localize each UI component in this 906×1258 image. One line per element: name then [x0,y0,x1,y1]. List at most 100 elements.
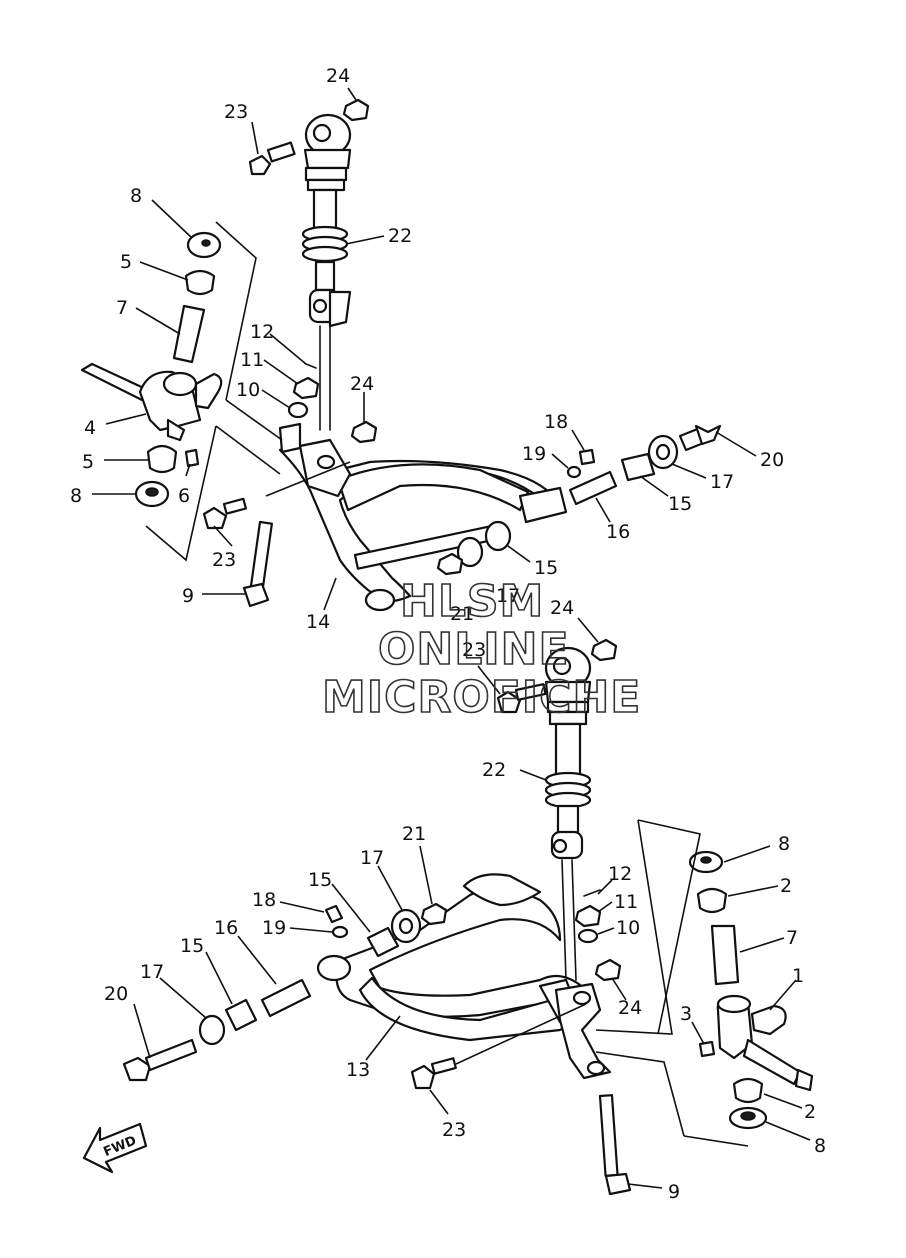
callout-11: 11 [614,891,638,913]
bushing-2-right-lower [732,1077,764,1104]
callout-3: 3 [680,1003,692,1025]
bushing-15-upper-left [484,520,512,552]
watermark-line-2: ONLINE [378,624,570,675]
callout-24: 24 [618,997,642,1019]
callout-9: 9 [182,585,194,607]
fwd-arrow-icon: FWD [82,1122,148,1174]
callout-9: 9 [668,1181,680,1203]
washer-19-upper [566,465,582,479]
bushing-15-upper-right [620,452,656,482]
bolt-23-upper-shock [248,141,296,176]
bolt-23-lower-arm [410,1057,457,1090]
lower-leader-lines [133,617,811,1189]
cotter-pin-12-upper [305,363,317,369]
callout-21: 21 [450,603,474,625]
bolt-23-upper-arm [202,497,248,530]
bolt-20-lower [122,1038,198,1082]
bushing-15-lower [224,998,258,1032]
nut-21-upper [436,552,464,576]
upper-assembly [80,87,757,612]
callout-4: 4 [84,417,96,439]
callout-20: 20 [104,983,128,1005]
collar-16-upper [568,470,618,506]
callout-12: 12 [250,321,274,343]
callout-15: 15 [308,869,332,891]
bushing-5-upper [184,269,216,296]
callout-10: 10 [616,917,640,939]
callout-22: 22 [482,759,506,781]
callout-labels: 24 23 8 5 7 22 12 11 10 24 4 5 6 8 18 19… [70,65,826,1203]
callout-1: 1 [792,965,804,987]
callout-11: 11 [240,349,264,371]
callout-5: 5 [82,451,94,473]
callout-14: 14 [306,611,330,633]
callout-13: 13 [346,1059,370,1081]
seal-17-lower [198,1014,226,1046]
bushing-2-right-upper [696,887,728,914]
callout-23: 23 [224,101,248,123]
callout-19: 19 [262,917,286,939]
upper-leader-lines [92,87,757,611]
callout-2: 2 [780,875,792,897]
bolt-9-upper [242,520,273,608]
washer-10-lower [577,928,599,944]
shock-absorber-upper [301,113,352,431]
callout-15: 15 [180,935,204,957]
callout-21: 21 [402,823,426,845]
nut-21-lower [420,902,448,926]
callout-5: 5 [120,251,132,273]
lower-assembly: FWD [82,617,814,1196]
watermark-line-3: MICROFICHE [322,672,641,723]
callout-20: 20 [760,449,784,471]
lower-shock-bracket [554,982,612,1080]
steering-knuckle-4 [80,362,223,442]
castle-nut-11-upper [292,376,320,400]
callout-7: 7 [786,927,798,949]
nut-24-lower-top [590,638,618,662]
callout-2: 2 [804,1101,816,1123]
callout-8: 8 [778,833,790,855]
callout-23: 23 [462,639,486,661]
callout-19: 19 [522,443,546,465]
callout-18: 18 [252,889,276,911]
callout-17: 17 [140,961,164,983]
grease-nipple-18-lower [324,904,344,924]
washer-19-lower [331,925,349,939]
nut-24-top [342,98,370,122]
callout-8: 8 [130,185,142,207]
bushing-5-lower [146,444,178,474]
callout-7: 7 [116,297,128,319]
callout-17: 17 [496,585,520,607]
grease-nipple-3 [698,1040,716,1058]
seal-17-upper-left [456,536,484,568]
collar-16-lower [260,978,312,1018]
nut-24-mid [350,420,378,444]
callout-16: 16 [606,521,630,543]
castle-nut-11-lower [574,904,602,928]
callout-17: 17 [360,847,384,869]
shock-absorber-lower [544,646,592,981]
bushing-15-lower-upper [366,926,400,958]
collar-7-right [710,924,740,986]
collar-7-upper [172,304,206,364]
bolt-9-lower [598,1094,632,1196]
callout-8: 8 [70,485,82,507]
callout-16: 16 [214,917,238,939]
washer-10-upper [287,401,309,419]
watermark: HLSM ONLINE MICROFICHE [321,575,641,724]
callout-15: 15 [534,557,558,579]
bolt-23-lower-shock [496,683,547,714]
nut-24-lower [594,958,622,982]
callout-18: 18 [544,411,568,433]
callout-10: 10 [236,379,260,401]
callout-12: 12 [608,863,632,885]
grease-nipple-6 [184,448,200,468]
callout-8: 8 [814,1135,826,1157]
callout-24: 24 [550,597,574,619]
callout-22: 22 [388,225,412,247]
callout-17: 17 [710,471,734,493]
callout-24: 24 [350,373,374,395]
upper-shock-bracket [278,422,352,498]
watermark-line-1: HLSM [400,576,544,627]
